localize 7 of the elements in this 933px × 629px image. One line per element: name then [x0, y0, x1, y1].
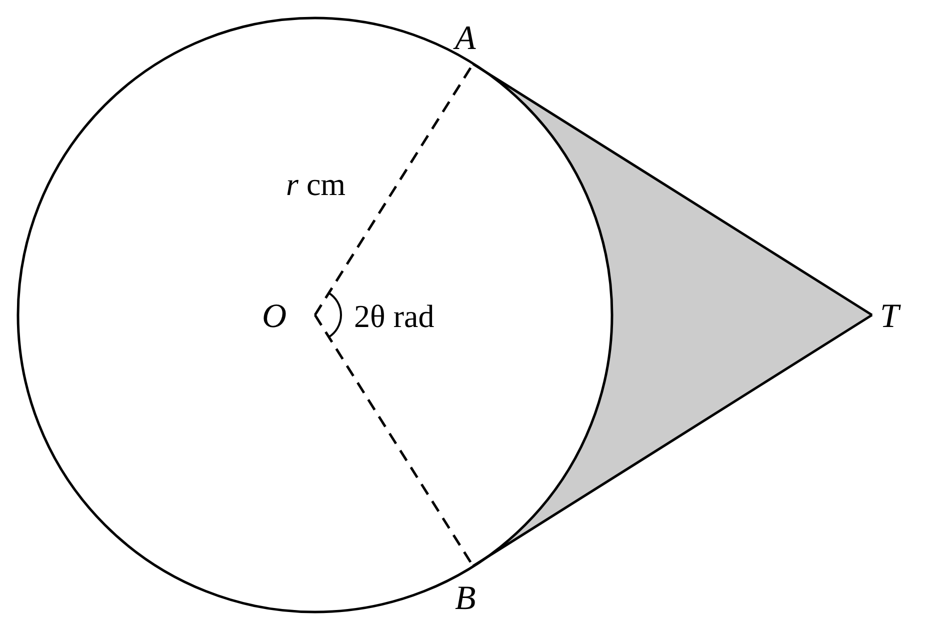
point-label: A: [455, 22, 476, 56]
point-label: O: [262, 300, 287, 334]
angle-label: 2θ rad: [353, 300, 436, 332]
line: [472, 314, 873, 568]
point-label: T: [880, 300, 899, 334]
point-label: B: [455, 582, 476, 616]
line: [472, 62, 873, 316]
